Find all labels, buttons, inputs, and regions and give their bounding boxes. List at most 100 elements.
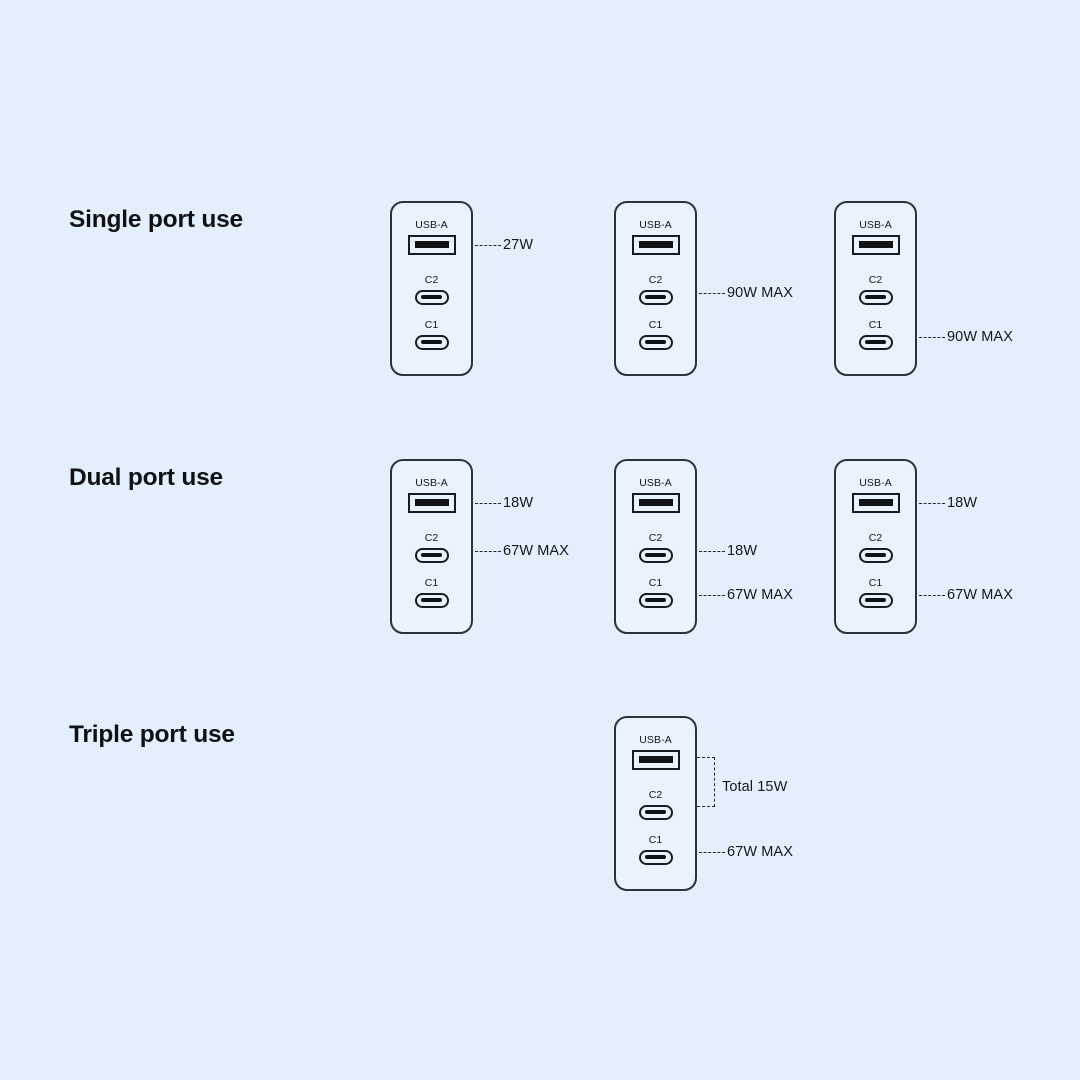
dashed-leader-line xyxy=(475,550,501,552)
callout-power: 67W MAX xyxy=(919,586,1013,604)
usbc-socket-icon xyxy=(858,547,893,563)
port-label-usba: USB-A xyxy=(639,219,672,231)
usba-socket-icon xyxy=(631,234,680,255)
port-usba: USB-A xyxy=(392,220,471,255)
port-usba: USB-A xyxy=(836,220,915,255)
usbc-socket-icon xyxy=(638,804,673,820)
power-value: 18W xyxy=(727,543,758,559)
usba-socket-icon xyxy=(851,492,900,513)
port-label-c2: C2 xyxy=(424,532,439,544)
port-c2: C2 xyxy=(616,790,695,820)
port-label-c1: C1 xyxy=(424,577,439,589)
power-value: 27W xyxy=(503,237,534,253)
port-usba: USB-A xyxy=(392,478,471,513)
usba-socket-icon xyxy=(631,749,680,770)
callout-power: 90W MAX xyxy=(699,284,793,302)
port-label-usba: USB-A xyxy=(859,477,892,489)
port-label-usba: USB-A xyxy=(639,477,672,489)
port-usba: USB-A xyxy=(616,478,695,513)
usbc-socket-icon xyxy=(858,592,893,608)
port-c2: C2 xyxy=(392,275,471,305)
usbc-socket-icon xyxy=(414,547,449,563)
port-c2: C2 xyxy=(836,275,915,305)
usbc-socket-icon xyxy=(414,289,449,305)
charger-device: USB-A C2 C1 xyxy=(834,201,917,376)
dashed-leader-line xyxy=(919,502,945,504)
usbc-socket-icon xyxy=(638,592,673,608)
port-c2: C2 xyxy=(836,533,915,563)
power-value: 67W MAX xyxy=(727,844,793,860)
callout-power: 90W MAX xyxy=(919,328,1013,346)
callout-power: 67W MAX xyxy=(475,542,569,560)
port-label-c1: C1 xyxy=(424,319,439,331)
dashed-leader-line xyxy=(475,502,501,504)
port-c1: C1 xyxy=(836,578,915,608)
charger-device: USB-A C2 C1 xyxy=(614,716,697,891)
section-title-triple-port: Triple port use xyxy=(69,721,235,748)
callout-power: 67W MAX xyxy=(699,586,793,604)
power-value: 67W MAX xyxy=(727,587,793,603)
dashed-leader-line xyxy=(919,336,945,338)
power-value: 67W MAX xyxy=(503,543,569,559)
port-label-c1: C1 xyxy=(648,319,663,331)
charger-device: USB-A C2 C1 xyxy=(834,459,917,634)
dashed-leader-line xyxy=(699,292,725,294)
callout-power: 18W xyxy=(919,494,977,512)
usbc-socket-icon xyxy=(414,334,449,350)
port-usba: USB-A xyxy=(836,478,915,513)
usbc-socket-icon xyxy=(638,849,673,865)
dashed-leader-line xyxy=(699,594,725,596)
port-c1: C1 xyxy=(616,578,695,608)
callout-power: 67W MAX xyxy=(699,843,793,861)
port-label-c2: C2 xyxy=(868,532,883,544)
dashed-leader-line xyxy=(699,550,725,552)
port-c2: C2 xyxy=(392,533,471,563)
callout-power: 18W xyxy=(699,542,757,560)
section-title-dual-port: Dual port use xyxy=(69,464,223,491)
port-label-c2: C2 xyxy=(648,789,663,801)
usba-socket-icon xyxy=(631,492,680,513)
port-label-usba: USB-A xyxy=(859,219,892,231)
total-power-bracket xyxy=(697,757,715,807)
port-label-usba: USB-A xyxy=(415,477,448,489)
charger-device: USB-A C2 C1 xyxy=(614,201,697,376)
usbc-socket-icon xyxy=(638,334,673,350)
port-label-c1: C1 xyxy=(868,319,883,331)
port-usba: USB-A xyxy=(616,735,695,770)
callout-power: 18W xyxy=(475,494,533,512)
usba-socket-icon xyxy=(851,234,900,255)
port-label-c1: C1 xyxy=(648,834,663,846)
power-value: 90W MAX xyxy=(727,285,793,301)
power-value: 90W MAX xyxy=(947,329,1013,345)
port-label-c2: C2 xyxy=(424,274,439,286)
power-value: 18W xyxy=(503,495,534,511)
port-label-usba: USB-A xyxy=(639,734,672,746)
total-power-label: Total 15W xyxy=(722,779,788,795)
port-label-c1: C1 xyxy=(868,577,883,589)
dashed-leader-line xyxy=(475,244,501,246)
power-value: 67W MAX xyxy=(947,587,1013,603)
port-c1: C1 xyxy=(392,578,471,608)
dashed-leader-line xyxy=(699,851,725,853)
charger-device: USB-A C2 C1 xyxy=(614,459,697,634)
usba-socket-icon xyxy=(407,492,456,513)
charger-device: USB-A C2 C1 xyxy=(390,459,473,634)
port-label-c1: C1 xyxy=(648,577,663,589)
usbc-socket-icon xyxy=(414,592,449,608)
usbc-socket-icon xyxy=(858,334,893,350)
port-label-c2: C2 xyxy=(648,274,663,286)
port-label-usba: USB-A xyxy=(415,219,448,231)
charger-device: USB-A C2 C1 xyxy=(390,201,473,376)
callout-power: 27W xyxy=(475,236,533,254)
port-label-c2: C2 xyxy=(868,274,883,286)
port-c1: C1 xyxy=(392,320,471,350)
usbc-socket-icon xyxy=(638,547,673,563)
port-c2: C2 xyxy=(616,275,695,305)
dashed-leader-line xyxy=(919,594,945,596)
port-c1: C1 xyxy=(616,835,695,865)
port-c1: C1 xyxy=(836,320,915,350)
port-c2: C2 xyxy=(616,533,695,563)
power-value: 18W xyxy=(947,495,978,511)
port-label-c2: C2 xyxy=(648,532,663,544)
